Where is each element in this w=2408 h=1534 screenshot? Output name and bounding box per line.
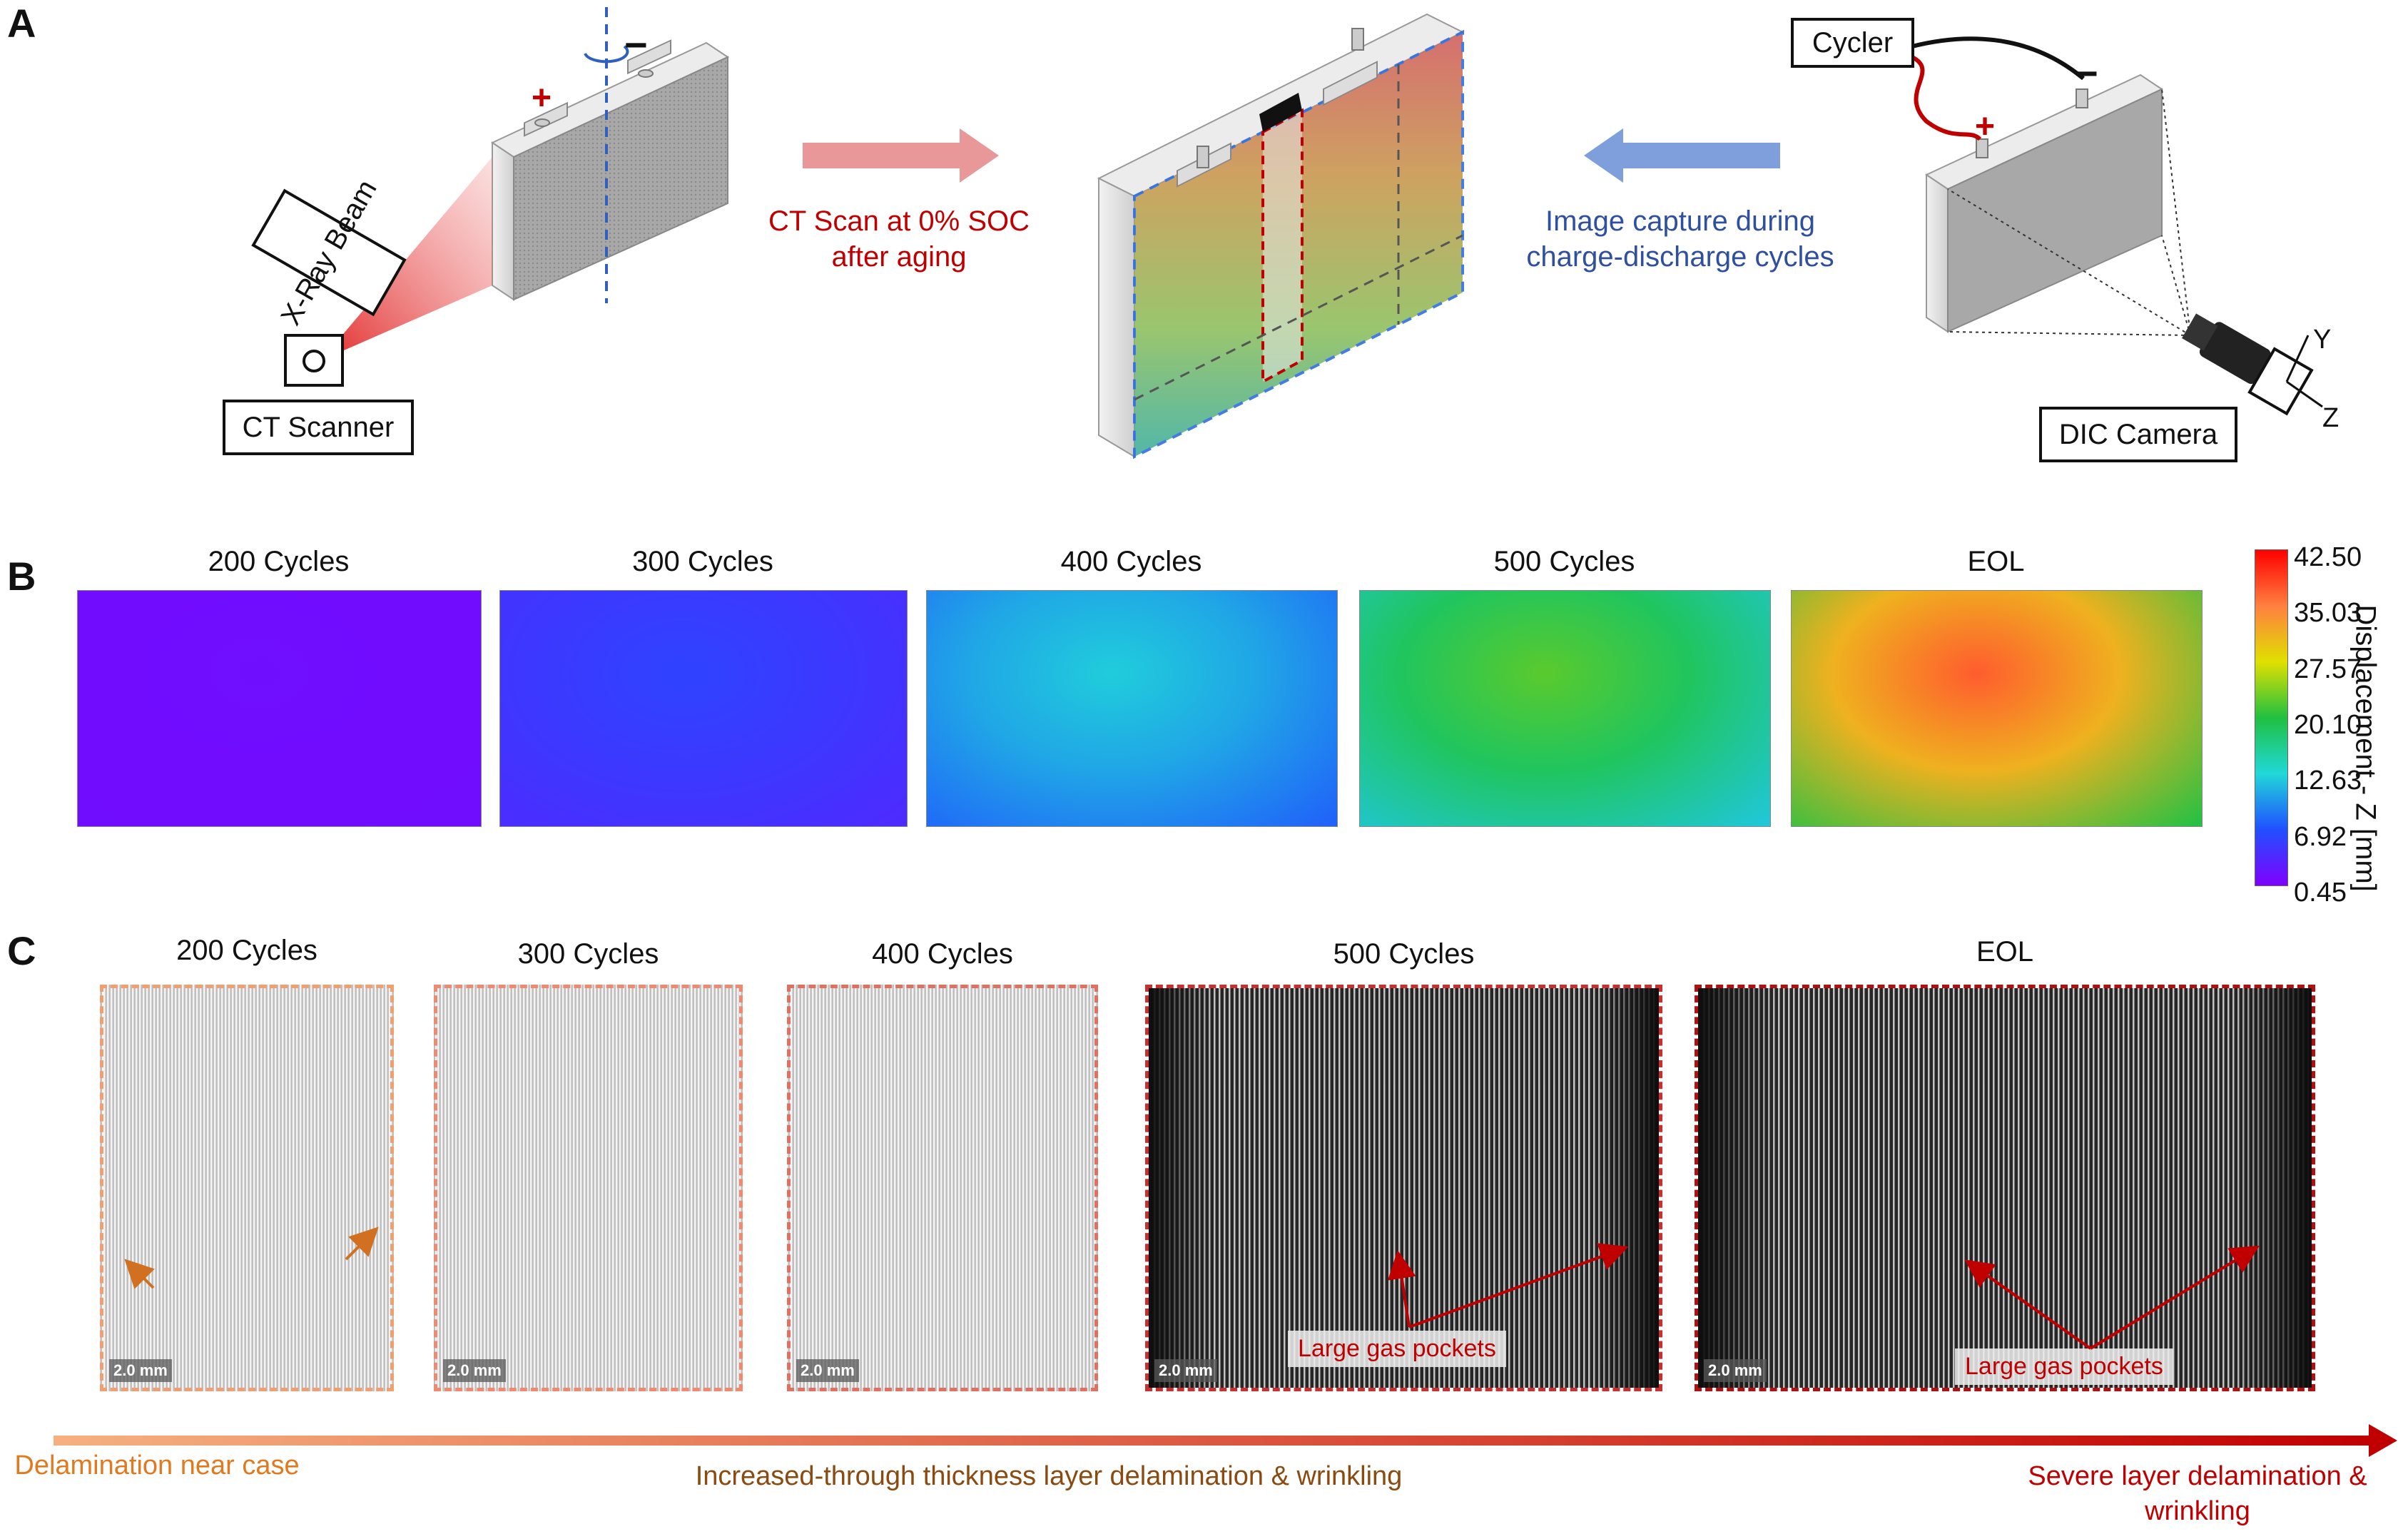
gas-arrow-eol-b — [2089, 1245, 2260, 1350]
scale-bar-label: 2.0 mm — [443, 1359, 506, 1382]
dic-arrow — [1584, 128, 1780, 183]
panel-letter-b: B — [7, 554, 36, 599]
gas-pockets-label-500: Large gas pockets — [1288, 1331, 1506, 1367]
colorbar-tick-label: 27.57 — [2294, 654, 2362, 684]
ct-slice-image: 2.0 mm — [1145, 985, 1662, 1391]
minus-sign-left: − — [624, 22, 648, 67]
plus-sign-right: + — [1975, 108, 1996, 146]
scale-bar-label: 2.0 mm — [1154, 1359, 1217, 1382]
dic-map-label: 300 Cycles — [632, 546, 773, 577]
ct-slice-image: 2.0 mm — [100, 985, 394, 1391]
image-capture-note: Image capture during charge-discharge cy… — [1526, 205, 1834, 273]
note-increased-delamination: Increased-through thickness layer delami… — [695, 1461, 1403, 1491]
ct-dark-margin — [1698, 988, 2312, 1388]
gas-pockets-label-eol: Large gas pockets — [1955, 1348, 2173, 1385]
progression-arrowhead — [2369, 1424, 2397, 1457]
case-delamination-arrow-right — [345, 1226, 379, 1261]
ct-image-label: 400 Cycles — [872, 938, 1013, 970]
dic-displacement-map — [77, 590, 482, 827]
panel-c-annotations — [54, 1226, 2397, 1457]
dic-camera-icon — [2182, 313, 2314, 416]
minus-sign-right: − — [2075, 51, 2098, 96]
axis-triad — [2285, 335, 2323, 408]
case-delamination-arrow-left — [124, 1259, 155, 1289]
ct-slice-image: 2.0 mm — [787, 985, 1098, 1391]
dic-camera-label: DIC Camera — [2039, 407, 2237, 462]
ct-slice-image: 2.0 mm — [1695, 985, 2315, 1391]
camera-view-lines — [1947, 88, 2191, 336]
colorbar-tick-label: 12.63 — [2294, 766, 2362, 796]
ct-slice-image: 2.0 mm — [434, 985, 743, 1391]
plus-sign-left: + — [532, 79, 552, 117]
ct-dark-margin — [1149, 988, 1659, 1388]
ct-scan-note: CT Scan at 0% SOC after aging — [768, 205, 1030, 273]
ct-scanner-body — [284, 334, 344, 387]
ct-image-label: EOL — [1976, 936, 2034, 967]
gas-arrow-eol-a — [1964, 1259, 2092, 1350]
gas-arrow-500-b — [1408, 1243, 1629, 1329]
dic-displacement-map — [926, 590, 1338, 827]
ct-image-label: 200 Cycles — [176, 935, 317, 966]
dic-map-label: EOL — [1967, 546, 2025, 577]
dic-displacement-map — [1359, 590, 1771, 827]
ct-image-label: 500 Cycles — [1333, 938, 1475, 970]
ct-battery — [490, 39, 730, 301]
colorbar-tick-label: 0.45 — [2294, 878, 2347, 908]
scale-bar-label: 2.0 mm — [796, 1359, 859, 1382]
ct-scanner-aperture-icon — [303, 350, 325, 372]
cycler-label: Cycler — [1791, 18, 1914, 68]
note-severe-delamination: Severe layer delamination & wrinkling — [2028, 1461, 2367, 1527]
dic-displacement-map — [1791, 590, 2203, 827]
progression-bar — [54, 1436, 2376, 1446]
ct-image-label: 300 Cycles — [517, 938, 659, 970]
rotation-arrow-icon — [584, 45, 629, 64]
panel-letter-c: C — [7, 928, 36, 973]
colorbar-title: Displacement - Z [mm] — [2349, 604, 2382, 892]
gas-arrow-500-a — [1387, 1250, 1416, 1328]
colorbar-tick-label: 6.92 — [2294, 821, 2347, 852]
negative-cable — [1911, 36, 2085, 81]
colorbar-tick-label: 20.10 — [2294, 710, 2362, 740]
dic-map-label: 400 Cycles — [1060, 546, 1202, 577]
colorbar-tick-label: 35.03 — [2294, 598, 2362, 629]
center-battery — [1097, 13, 1465, 459]
scale-bar-label: 2.0 mm — [1704, 1359, 1767, 1382]
colorbar — [2255, 549, 2288, 886]
note-delamination-near-case: Delamination near case — [14, 1451, 300, 1480]
axis-z-label: Z — [2322, 403, 2340, 433]
dic-map-label: 200 Cycles — [208, 546, 350, 577]
scale-bar-label: 2.0 mm — [109, 1359, 172, 1382]
axis-y-label: Y — [2313, 325, 2332, 355]
panel-letter-a: A — [7, 1, 36, 46]
dic-map-label: 500 Cycles — [1493, 546, 1635, 577]
dic-displacement-map — [499, 590, 908, 827]
ct-scanner-label: CT Scanner — [223, 400, 414, 455]
dic-battery — [1924, 73, 2164, 333]
colorbar-tick-label: 42.50 — [2294, 542, 2362, 572]
panel-a-graphics — [284, 7, 2323, 459]
positive-cable — [1911, 55, 1982, 141]
ct-arrow — [803, 128, 999, 183]
